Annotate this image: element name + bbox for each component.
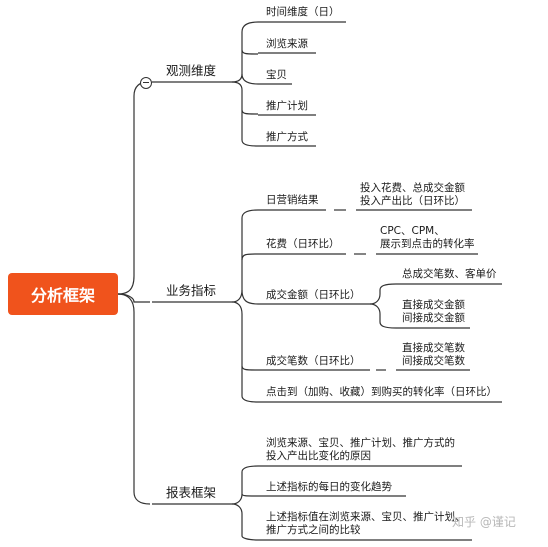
- observe-item-time[interactable]: 时间维度（日）: [266, 6, 340, 18]
- root-node[interactable]: 分析框架: [8, 273, 118, 315]
- branch-observe[interactable]: 观测维度: [166, 63, 217, 78]
- branch-business[interactable]: 业务指标: [166, 283, 217, 298]
- observe-item-method[interactable]: 推广方式: [266, 131, 308, 143]
- metric-cost-sub-2[interactable]: 展示到点击的转化率: [380, 238, 475, 250]
- watermark: 知乎 @谨记: [452, 515, 516, 529]
- report-item-1-line-2[interactable]: 投入产出比变化的原因: [266, 450, 371, 462]
- observe-item-plan[interactable]: 推广计划: [266, 100, 308, 112]
- report-item-3-line-1[interactable]: 上述指标值在浏览来源、宝贝、推广计划、: [266, 511, 466, 523]
- metric-gmv[interactable]: 成交金额（日环比）: [266, 289, 361, 301]
- metric-daily-sub-2[interactable]: 投入产出比（日环比）: [360, 195, 465, 207]
- observe-item-source[interactable]: 浏览来源: [266, 38, 308, 50]
- report-item-3-line-2[interactable]: 推广方式之间的比较: [266, 524, 361, 536]
- metric-orders[interactable]: 成交笔数（日环比）: [266, 355, 361, 367]
- metric-orders-sub-2[interactable]: 间接成交笔数: [402, 355, 465, 367]
- metric-orders-sub-1[interactable]: 直接成交笔数: [402, 342, 465, 354]
- observe-item-product[interactable]: 宝贝: [266, 69, 287, 81]
- branch-report[interactable]: 报表框架: [166, 485, 217, 500]
- metric-cost-sub-1[interactable]: CPC、CPM、: [380, 225, 445, 237]
- report-item-1-line-1[interactable]: 浏览来源、宝贝、推广计划、推广方式的: [266, 437, 455, 449]
- metric-gmv-sub-a[interactable]: 总成交笔数、客单价: [402, 268, 497, 280]
- report-item-2[interactable]: 上述指标的每日的变化趋势: [266, 481, 392, 493]
- metric-daily-result[interactable]: 日营销结果: [266, 194, 319, 206]
- metric-gmv-sub-b-2[interactable]: 间接成交金额: [402, 312, 465, 324]
- metric-cost[interactable]: 花费（日环比）: [266, 238, 340, 250]
- collapse-toggle-icon[interactable]: [140, 77, 152, 89]
- metric-conversion[interactable]: 点击到（加购、收藏）到购买的转化率（日环比）: [266, 386, 497, 398]
- metric-gmv-sub-b-1[interactable]: 直接成交金额: [402, 299, 465, 311]
- metric-daily-sub-1[interactable]: 投入花费、总成交金额: [360, 182, 465, 194]
